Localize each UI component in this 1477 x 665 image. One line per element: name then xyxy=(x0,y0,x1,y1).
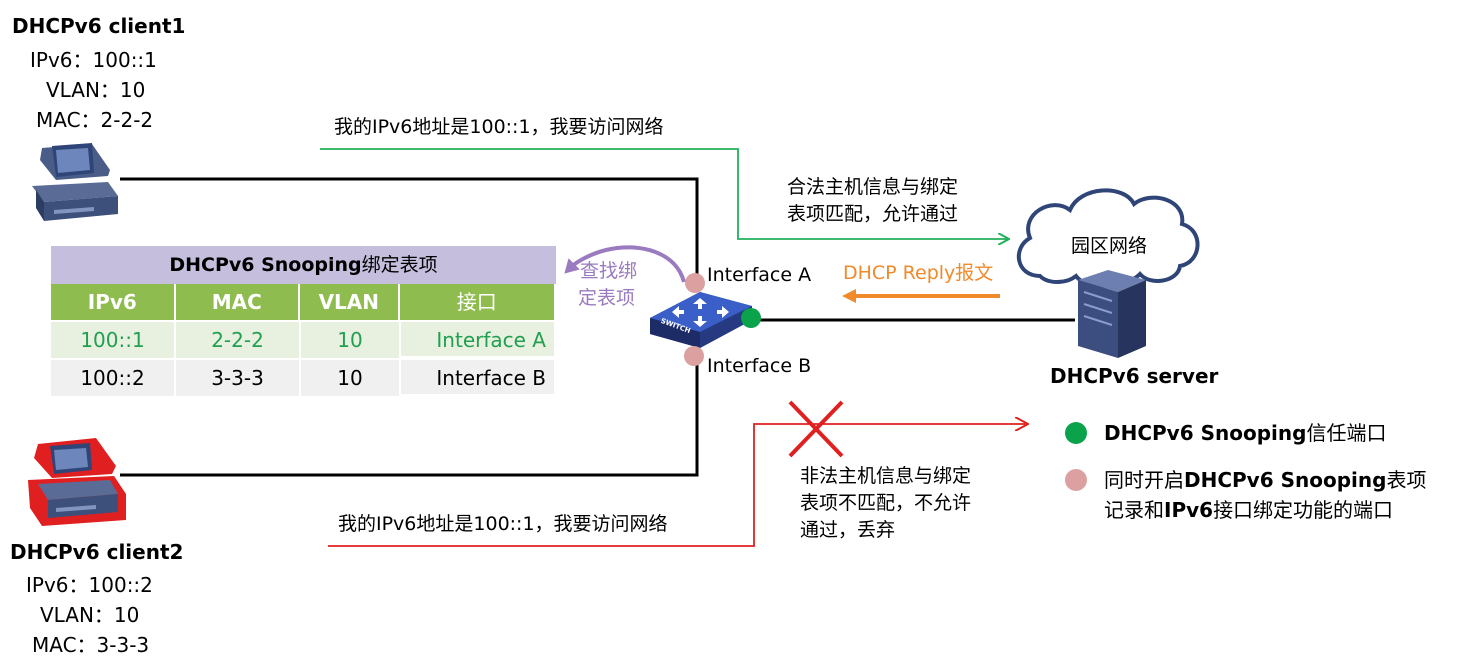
client1-link xyxy=(120,177,699,290)
table-cell: Interface A xyxy=(401,322,556,358)
blocked-x-icon xyxy=(788,400,844,458)
campus-network-label: 园区网络 xyxy=(1071,235,1148,257)
client2-request-text: 我的IPv6地址是100::1，我要访问网络 xyxy=(338,513,668,535)
client1-mac: MAC：2-2-2 xyxy=(36,108,154,132)
switch-icon xyxy=(650,292,752,348)
legend-trusted-text: DHCPv6 Snooping信任端口 xyxy=(1104,421,1387,445)
legal-match-line1: 合法主机信息与绑定 xyxy=(787,176,959,198)
lookup-arrow xyxy=(564,245,686,283)
client2-vlan: VLAN：10 xyxy=(40,603,140,627)
trusted-port xyxy=(741,308,761,328)
lookup-line1: 查找绑 xyxy=(580,260,638,282)
server-label: DHCPv6 server xyxy=(1050,364,1219,388)
table-cell: 2-2-2 xyxy=(176,322,301,360)
client2-computer-icon xyxy=(28,438,126,526)
interface-b-label: Interface B xyxy=(707,355,812,377)
client1-vlan: VLAN：10 xyxy=(46,78,146,102)
binding-table-caption: DHCPv6 Snooping绑定表项 xyxy=(51,246,556,284)
interface-a-port xyxy=(685,273,705,293)
dhcp-reply-text: DHCP Reply报文 xyxy=(843,262,994,284)
table-cell: 3-3-3 xyxy=(176,360,301,398)
table-header-row: IPv6 MAC VLAN 接口 xyxy=(51,284,556,322)
client1-computer-icon xyxy=(32,143,118,221)
client2-link xyxy=(120,355,699,477)
interface-a-label: Interface A xyxy=(707,264,812,286)
table-row: 100::2 3-3-3 10 Interface B xyxy=(51,360,556,398)
table-cell: 10 xyxy=(301,322,401,360)
client2-mac: MAC：3-3-3 xyxy=(32,633,150,657)
lookup-line2: 定表项 xyxy=(578,287,636,309)
legend-binding-text-line2: 记录和IPv6接口绑定功能的端口 xyxy=(1104,498,1394,522)
column-header-mac: MAC xyxy=(175,284,300,322)
legend-binding-text-line1: 同时开启DHCPv6 Snooping表项 xyxy=(1104,468,1427,492)
client2-title: DHCPv6 client2 xyxy=(10,540,184,564)
column-header-ipv6: IPv6 xyxy=(51,284,176,322)
legend-binding-dot xyxy=(1065,469,1087,491)
table-cell: 100::1 xyxy=(51,322,176,360)
server-icon xyxy=(1078,270,1146,358)
client2-ipv6: IPv6：100::2 xyxy=(26,573,153,597)
client2-request-arrow xyxy=(328,424,1027,547)
illegal-line3: 通过，丢弃 xyxy=(800,519,896,541)
column-header-interface: 接口 xyxy=(399,284,556,322)
column-header-vlan: VLAN xyxy=(300,284,400,322)
client1-request-text: 我的IPv6地址是100::1，我要访问网络 xyxy=(334,116,664,138)
client1-ipv6: IPv6：100::1 xyxy=(30,48,157,72)
legal-match-line2: 表项匹配，允许通过 xyxy=(787,203,959,225)
binding-table: DHCPv6 Snooping绑定表项 IPv6 MAC VLAN 接口 100… xyxy=(51,246,556,398)
client1-request-arrow xyxy=(320,148,1008,239)
client1-title: DHCPv6 client1 xyxy=(12,14,186,38)
interface-b-port xyxy=(684,346,704,366)
table-cell: Interface B xyxy=(401,360,556,396)
table-row: 100::1 2-2-2 10 Interface A xyxy=(51,322,556,360)
table-cell: 10 xyxy=(301,360,401,398)
legend-trusted-dot xyxy=(1065,422,1087,444)
illegal-line2: 表项不匹配，不允许 xyxy=(800,492,972,514)
table-cell: 100::2 xyxy=(51,360,176,398)
illegal-line1: 非法主机信息与绑定 xyxy=(800,465,972,487)
